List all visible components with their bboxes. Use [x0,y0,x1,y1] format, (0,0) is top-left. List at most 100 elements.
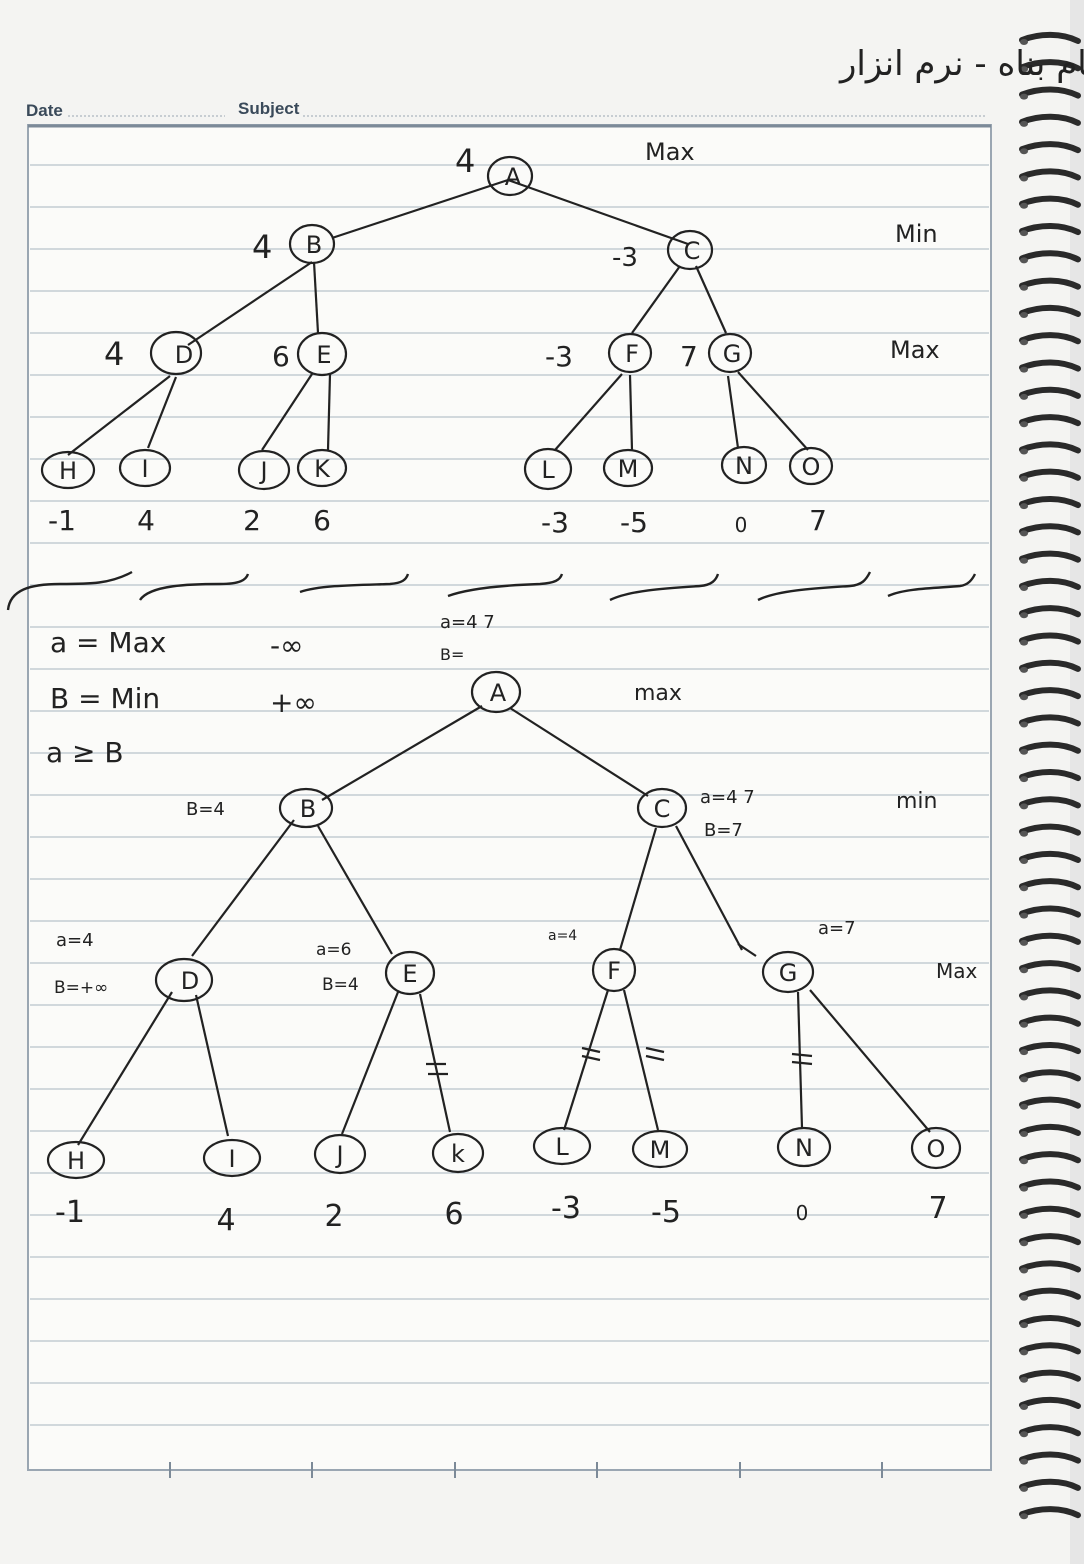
binding-hole [1020,776,1028,783]
binding-hole [1020,39,1028,45]
handwritten-title: صالح سام بناه - نرم انزار [838,44,1084,84]
leaf-value-m: -5 [620,506,648,539]
binding-hole [1020,939,1028,946]
binding-hole [1020,612,1028,619]
node-a: A [505,163,522,191]
c-beta-annotation: B=7 [704,820,743,841]
spiral-coil [1019,714,1081,727]
binding-hole [1020,257,1028,264]
binding-hole [1020,1212,1028,1219]
level-label-max-mid: Max [890,336,940,364]
e-beta-annotation: B=4 [322,975,359,995]
level-label-min: Min [895,220,938,248]
binding-hole [1020,284,1028,291]
spiral-coil [1019,1041,1081,1055]
t2-node-j: J [334,1141,343,1169]
spiral-coil [1019,1233,1081,1246]
spiral-coil [1019,359,1081,372]
binding-hole [1020,202,1028,209]
binding-hole [1020,148,1028,155]
t2-level-label-max-mid: Max [936,959,978,983]
spiral-binding [1019,0,1084,1564]
binding-hole [1020,1458,1028,1465]
prune-condition: a ≥ B [46,736,124,769]
spiral-coil [1019,168,1081,181]
t2-node-f: F [607,957,621,985]
binding-hole [1020,858,1028,864]
spiral-coil [1019,1451,1081,1464]
t2-leaf-value-j: 2 [324,1199,343,1234]
spiral-coil [1019,823,1081,836]
spiral-coil [1019,932,1081,945]
spiral-coil [1019,1151,1081,1164]
spiral-coil [1019,1342,1081,1355]
t2-level-label-min: min [896,789,938,814]
leaf-value-h: -1 [48,504,76,537]
spiral-coil [1019,332,1081,345]
binding-hole [1020,1131,1028,1137]
node-j: J [258,457,267,485]
binding-hole [1020,393,1028,400]
spiral-coil [1019,659,1081,672]
binding-hole [1020,1404,1028,1410]
spiral-coil [1019,741,1081,754]
t2-leaf-value-o: 7 [928,1191,947,1226]
binding-hole [1020,666,1028,673]
node-d-value: 4 [104,335,124,373]
spiral-coil [1019,113,1081,126]
binding-hole [1020,1185,1028,1192]
spiral-coil [1019,850,1081,863]
t2-leaf-value-i: 4 [216,1203,235,1238]
t2-leaf-value-n: 0 [796,1201,809,1225]
t2-node-c: C [654,795,671,823]
binding-hole [1020,1349,1028,1356]
e-alpha-annotation: a=6 [316,940,351,960]
spiral-coil [1019,1123,1081,1136]
spiral-coil [1019,550,1081,563]
t2-leaf-value-l: -3 [551,1191,581,1226]
t2-node-d: D [181,967,199,995]
t2-node-m: M [650,1136,671,1164]
binding-hole [1020,175,1028,182]
spiral-coil [1019,1478,1081,1491]
spiral-coil [1019,59,1081,72]
t2-node-b: B [300,795,316,823]
spiral-coil [1019,1069,1081,1082]
t2-level-label-max-top: max [634,681,682,706]
node-e-value: 6 [272,340,290,373]
t2-node-e: E [402,960,417,988]
binding-hole [1020,1021,1028,1028]
alpha-definition: a = Max [50,626,166,659]
binding-hole [1020,1513,1028,1520]
spiral-coil [1019,1205,1081,1218]
leaf-value-k: 6 [313,504,331,537]
spiral-coil [1019,1314,1081,1328]
t2-node-k: k [451,1140,465,1168]
binding-hole [1020,748,1028,755]
spiral-coil [1019,86,1081,99]
spiral-coil [1019,632,1081,645]
spiral-coil [1019,1096,1081,1109]
level-label-max-top: Max [645,138,695,166]
binding-hole [1020,803,1028,810]
binding-hole [1020,885,1028,892]
spiral-coil [1019,222,1081,236]
spiral-coil [1019,523,1081,536]
t2-leaf-value-h: -1 [55,1195,85,1230]
leaf-value-n: 0 [735,513,748,537]
spiral-coil [1019,1369,1081,1382]
beta-initial: +∞ [270,686,317,719]
spiral-coil [1019,1424,1081,1437]
spiral-coil [1019,1260,1081,1273]
t2-node-h: H [67,1147,85,1175]
spiral-coil [1019,987,1081,1000]
binding-hole [1020,694,1028,701]
a-alpha-annotation: a=4 7 [440,612,495,633]
binding-hole [1020,1076,1028,1083]
b-beta-annotation: B=4 [186,799,225,820]
a-beta-annotation: B= [440,645,464,664]
f-alpha-annotation: a=4 [548,928,577,944]
binding-hole [1020,66,1028,73]
node-d: D [175,341,193,369]
